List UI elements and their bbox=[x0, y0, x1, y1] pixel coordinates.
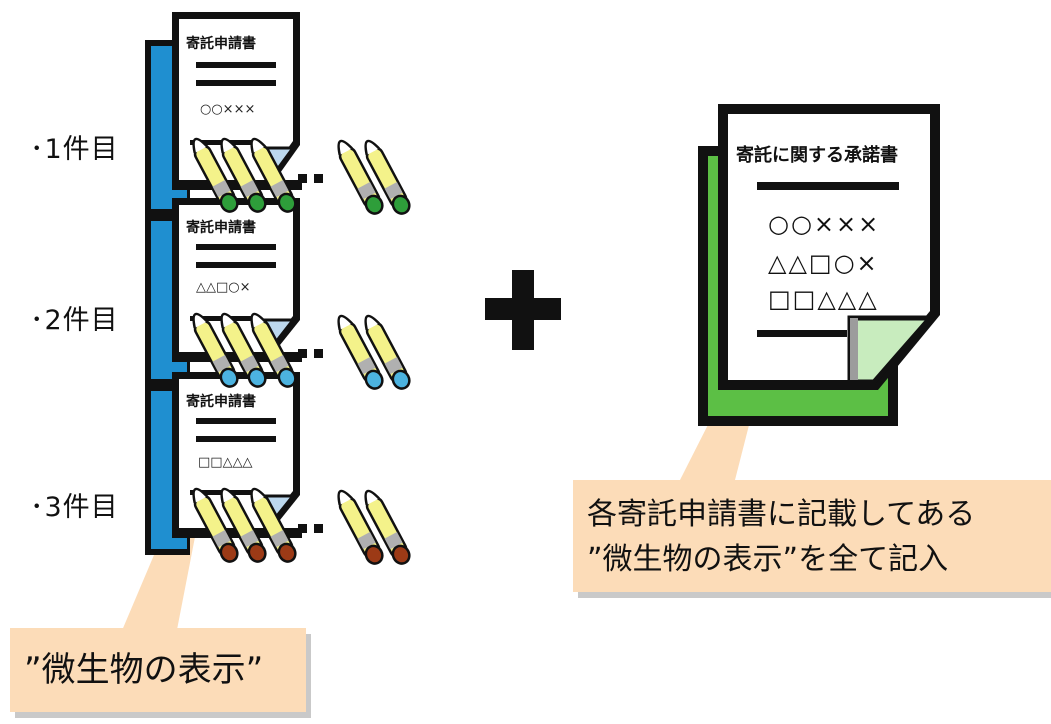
approval-document-title: 寄託に関する承諾書 bbox=[736, 144, 898, 166]
sample-tube bbox=[364, 139, 411, 215]
ellipsis-dot bbox=[314, 524, 323, 533]
sample-tube bbox=[364, 489, 411, 565]
sample-tube bbox=[192, 137, 239, 213]
sample-tube bbox=[337, 314, 384, 390]
ellipsis-dots bbox=[298, 174, 323, 533]
sample-tube bbox=[220, 137, 267, 213]
approval-document: 寄託に関する承諾書 ○○××× △△□○× □□△△△ bbox=[698, 104, 940, 426]
sample-tube bbox=[220, 312, 267, 388]
callout-right-line-2: ”微生物の表示”を全て記入 bbox=[587, 542, 949, 577]
sample-tube bbox=[337, 489, 384, 565]
sample-tube bbox=[250, 312, 297, 388]
callout-right: 各寄託申請書に記載してある ”微生物の表示”を全て記入 bbox=[573, 480, 1051, 592]
document-title: 寄託申請書 bbox=[186, 219, 256, 236]
ellipsis-dot bbox=[298, 174, 307, 183]
item-label-3: ･3件目 bbox=[30, 492, 119, 523]
ellipsis-dot bbox=[314, 174, 323, 183]
approval-symbol-line-3: □□△△△ bbox=[768, 285, 879, 313]
callout-left-text: ”微生物の表示” bbox=[24, 650, 264, 690]
sample-tube bbox=[192, 487, 239, 563]
ellipsis-dot bbox=[314, 349, 323, 358]
plus-sign bbox=[485, 270, 561, 350]
ellipsis-dot bbox=[298, 524, 307, 533]
sample-tubes bbox=[192, 137, 411, 565]
document-symbols: △△□○× bbox=[196, 280, 251, 295]
document-title: 寄託申請書 bbox=[186, 35, 256, 52]
item-label-1: ･1件目 bbox=[30, 134, 119, 165]
document-symbols: □□△△△ bbox=[198, 455, 253, 470]
sample-tube bbox=[250, 137, 297, 213]
sample-tube bbox=[250, 487, 297, 563]
sample-tube bbox=[220, 487, 267, 563]
callout-left: ”微生物の表示” bbox=[10, 628, 306, 712]
ellipsis-dot bbox=[298, 349, 307, 358]
sample-tube bbox=[337, 139, 384, 215]
document-title: 寄託申請書 bbox=[186, 393, 256, 410]
sample-tube bbox=[364, 314, 411, 390]
callout-right-line-1: 各寄託申請書に記載してある bbox=[587, 497, 976, 532]
approval-symbol-line-2: △△□○× bbox=[768, 249, 879, 277]
item-label-2: ･2件目 bbox=[30, 305, 119, 336]
application-document-3: 寄託申請書 □□△△△ bbox=[172, 372, 302, 538]
approval-symbol-line-1: ○○××× bbox=[768, 210, 880, 238]
document-symbols: ○○××× bbox=[200, 102, 255, 117]
sample-tube bbox=[192, 312, 239, 388]
